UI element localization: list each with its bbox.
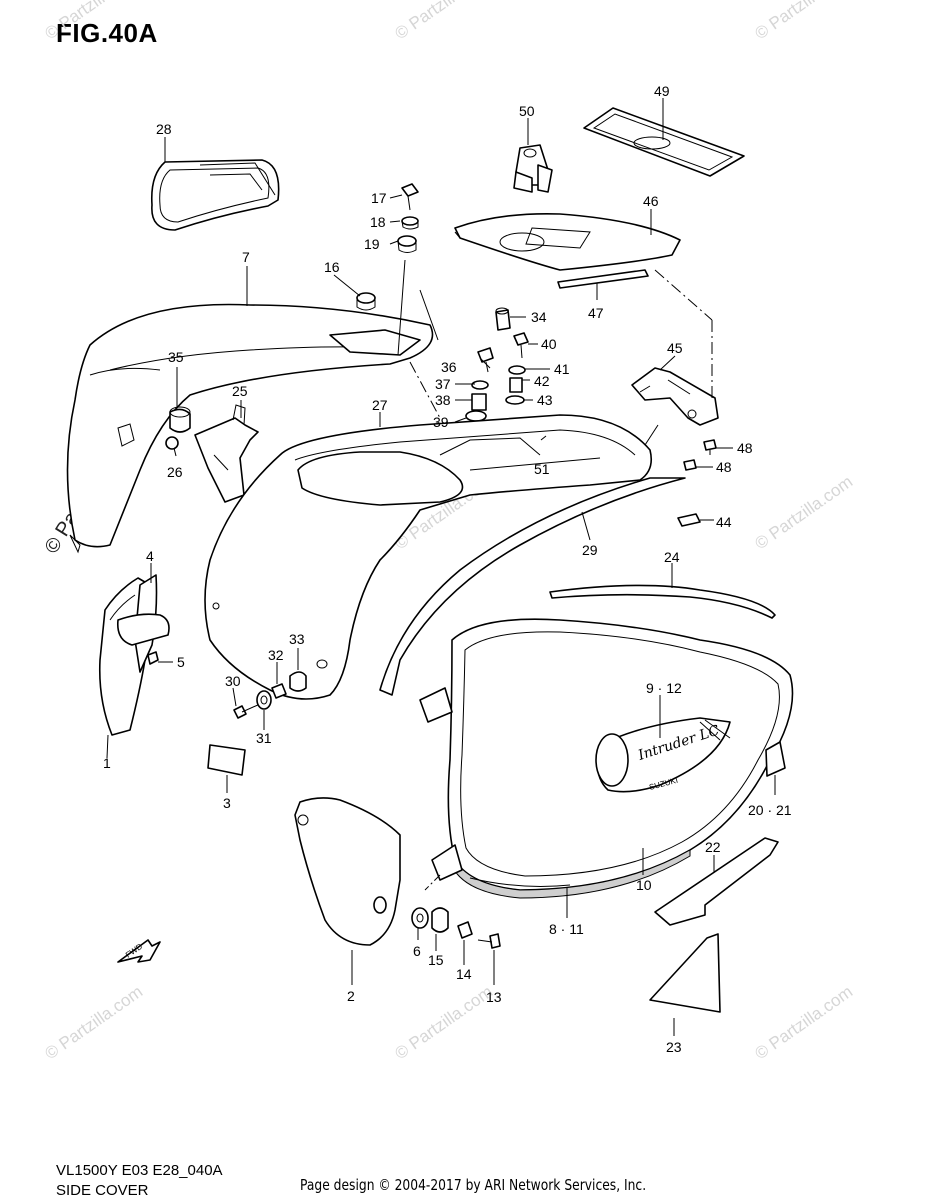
callout-38: 38 xyxy=(435,392,451,408)
callout-16: 16 xyxy=(324,259,340,275)
callout-44: 44 xyxy=(716,514,732,530)
callout-17: 17 xyxy=(371,190,387,206)
part-50-lock xyxy=(513,144,553,193)
part-22-sticker xyxy=(654,837,779,926)
parts-6-15-fasteners xyxy=(411,907,501,949)
callout-30: 30 xyxy=(225,673,241,689)
callout-41: 41 xyxy=(554,361,570,377)
callout-14: 14 xyxy=(456,966,472,982)
callout-51: 51 xyxy=(534,461,550,477)
watermark-8: © Partzilla.com xyxy=(41,0,146,43)
part-28-pad xyxy=(150,159,280,231)
callout-48-upper: 48 xyxy=(737,440,753,456)
callout-34: 34 xyxy=(531,309,547,325)
part-35-damper xyxy=(165,406,191,450)
callout-47: 47 xyxy=(588,305,604,321)
callout-40: 40 xyxy=(541,336,557,352)
watermark-5: © Partzilla.com xyxy=(41,982,146,1063)
callout-50: 50 xyxy=(519,103,535,119)
callout-18: 18 xyxy=(370,214,386,230)
fwd-arrow: FWD xyxy=(117,939,161,963)
callout-15: 15 xyxy=(428,952,444,968)
callout-23: 23 xyxy=(666,1039,682,1055)
part-3-pad xyxy=(207,744,246,776)
part-25-bracket xyxy=(194,404,259,503)
callout-43: 43 xyxy=(537,392,553,408)
callout-26: 26 xyxy=(167,464,183,480)
part-44-clip xyxy=(677,513,701,527)
callout-31: 31 xyxy=(256,730,272,746)
model-code: VL1500Y E03 E28_040A xyxy=(56,1162,223,1179)
callout-labels: 28 50 49 17 18 19 46 7 16 47 34 40 35 36… xyxy=(103,83,792,1055)
callout-9-12: 9 · 12 xyxy=(646,680,682,696)
callout-7: 7 xyxy=(242,249,250,265)
callout-48-lower: 48 xyxy=(716,459,732,475)
callout-35: 35 xyxy=(168,349,184,365)
callout-49: 49 xyxy=(654,83,670,99)
callout-2: 2 xyxy=(347,988,355,1004)
callout-3: 3 xyxy=(223,795,231,811)
part-47-strip xyxy=(557,269,649,289)
watermark-2: © Partzilla.com xyxy=(751,0,856,43)
callout-24: 24 xyxy=(664,549,680,565)
callout-13: 13 xyxy=(486,989,502,1005)
part-9-emblem: Intruder LC SUZUKI xyxy=(595,717,731,793)
callout-10: 10 xyxy=(636,877,652,893)
callout-5: 5 xyxy=(177,654,185,670)
parts-30-33-hardware xyxy=(233,659,328,719)
callout-6: 6 xyxy=(413,943,421,959)
part-20-badge xyxy=(765,741,786,777)
callout-4: 4 xyxy=(146,548,154,564)
part-24-strip xyxy=(549,584,776,619)
callout-8-11: 8 · 11 xyxy=(549,921,584,937)
watermark-4: © Partzilla.com xyxy=(751,472,856,553)
part-45-hinge xyxy=(631,367,719,426)
callout-46: 46 xyxy=(643,193,659,209)
leader-lines xyxy=(106,98,776,1036)
part-7-inner-panel xyxy=(66,303,434,554)
callout-32: 32 xyxy=(268,647,284,663)
part-48-screws xyxy=(683,439,717,471)
section-name: SIDE COVER xyxy=(56,1182,149,1199)
watermark-6: © Partzilla.com xyxy=(391,982,496,1063)
callout-42: 42 xyxy=(534,373,550,389)
callout-22: 22 xyxy=(705,839,721,855)
part-27-main-cover xyxy=(204,414,653,700)
part-23-sticker xyxy=(649,933,721,1013)
callout-39: 39 xyxy=(433,414,449,430)
callout-28: 28 xyxy=(156,121,172,137)
callout-20-21: 20 · 21 xyxy=(748,802,792,818)
callout-45: 45 xyxy=(667,340,683,356)
part-1-front-cover xyxy=(98,574,170,736)
watermark-layer: © Partzilla.com © Partzilla.com © Partzi… xyxy=(41,0,857,1063)
callout-36: 36 xyxy=(441,359,457,375)
callout-27: 27 xyxy=(372,397,388,413)
part-16-grommet xyxy=(356,292,376,311)
parts-17-19-fasteners xyxy=(397,183,419,253)
watermark-1: © Partzilla.com xyxy=(391,0,496,43)
figure-title: FIG.40A xyxy=(56,18,158,48)
page-credit: Page design © 2004-2017 by ARI Network S… xyxy=(300,1176,647,1194)
callout-37: 37 xyxy=(435,376,451,392)
callout-19: 19 xyxy=(364,236,380,252)
part-49-gasket xyxy=(583,107,745,177)
part-8-trim xyxy=(469,877,571,887)
watermark-7: © Partzilla.com xyxy=(751,982,856,1063)
callout-25: 25 xyxy=(232,383,248,399)
part-2-lower-cover xyxy=(294,687,463,946)
part-29-trim xyxy=(379,477,686,696)
callout-29: 29 xyxy=(582,542,598,558)
callout-1: 1 xyxy=(103,755,111,771)
callout-33: 33 xyxy=(289,631,305,647)
part-46-top-cover xyxy=(454,212,681,271)
